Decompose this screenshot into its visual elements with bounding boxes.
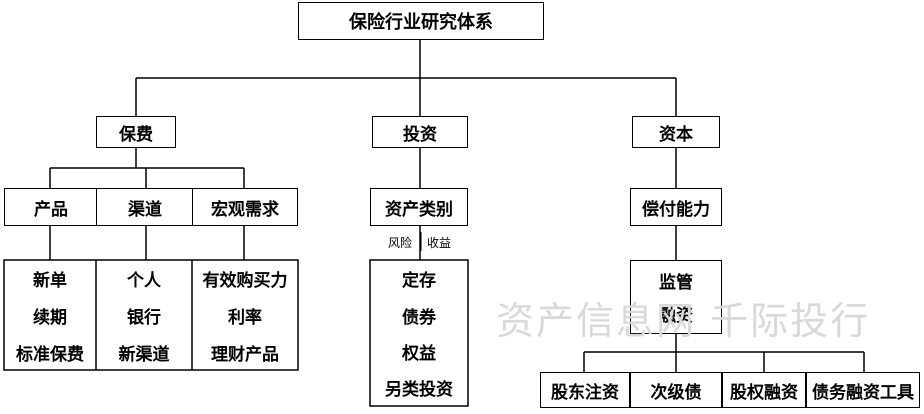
- investment-asset-class: 资产类别: [370, 188, 468, 226]
- premium-cell-individual: 个人: [127, 270, 161, 291]
- tool-debt-instruments: 债务融资工具: [806, 372, 920, 408]
- asset-deposit: 定存: [402, 270, 436, 291]
- premium-cell-renewal: 续期: [33, 307, 67, 328]
- capital-solvency: 偿付能力: [630, 188, 722, 226]
- premium-cell-interest-rate: 利率: [228, 307, 262, 328]
- investment-node: 投资: [372, 116, 468, 148]
- risk-label: 风险: [388, 236, 413, 250]
- capital-regulation-financing: 监管 融资: [630, 260, 722, 334]
- premium-cell-standard-premium: 标准保费: [16, 344, 84, 365]
- root-node: 保险行业研究体系: [298, 2, 544, 40]
- return-label: 收益: [427, 236, 452, 250]
- tool-equity-financing: 股权融资: [722, 372, 806, 408]
- tool-subordinated-debt: 次级债: [630, 372, 722, 408]
- asset-equity: 权益: [402, 343, 436, 364]
- premium-group-product: 产品: [4, 188, 98, 226]
- tool-shareholder-injection: 股东注资: [540, 372, 630, 408]
- financing-label: 融资: [659, 306, 693, 326]
- premium-cell-new-business: 新单: [33, 270, 67, 291]
- premium-cell-new-channel: 新渠道: [118, 344, 170, 365]
- asset-bonds: 债券: [402, 307, 436, 328]
- premium-cell-purchasing-power: 有效购买力: [202, 270, 288, 291]
- premium-cell-wealth-products: 理财产品: [211, 344, 279, 365]
- asset-alternative: 另类投资: [385, 379, 453, 400]
- regulation-label: 监管: [659, 273, 693, 293]
- capital-node: 资本: [632, 116, 720, 148]
- premium-node: 保费: [96, 116, 176, 148]
- watermark: 资产信息网 千际投行: [496, 299, 871, 343]
- premium-group-macro-demand: 宏观需求: [192, 188, 298, 226]
- premium-group-channel: 渠道: [96, 188, 194, 226]
- premium-cell-bank: 银行: [127, 307, 161, 328]
